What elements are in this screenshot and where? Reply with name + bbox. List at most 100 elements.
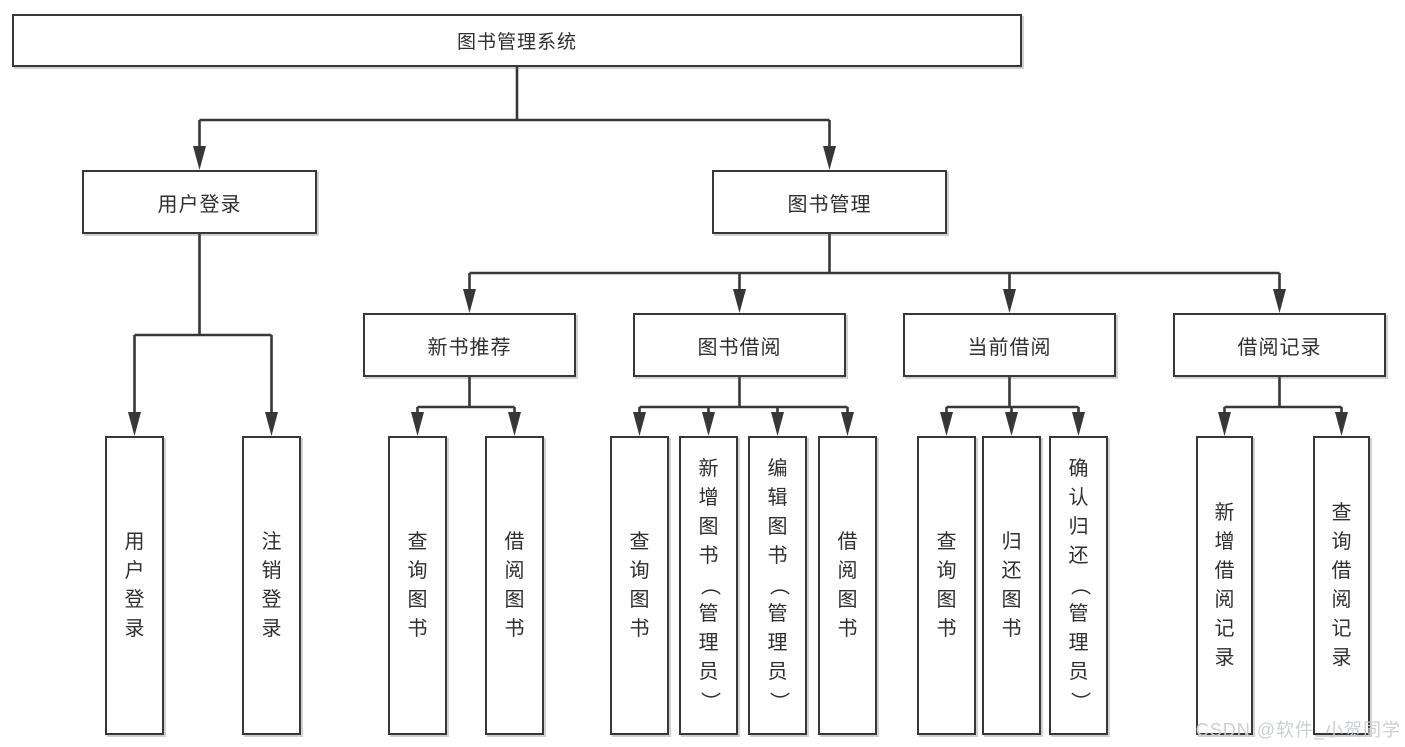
node-label-char: 记 xyxy=(1214,617,1235,640)
connector xyxy=(133,234,273,414)
node-label-char: 增 xyxy=(1214,530,1235,553)
node-label-char: 图 xyxy=(936,588,957,611)
node-label-char: 查 xyxy=(1331,501,1352,524)
node-book-borrowing: 图书借阅 xyxy=(633,313,846,377)
node-label-char: 管 xyxy=(1068,603,1089,625)
node-query-books-recommend: 查询图书 xyxy=(388,436,447,735)
node-borrow-books-recommend: 借阅图书 xyxy=(485,436,544,735)
arrowhead xyxy=(508,412,521,436)
node-label-char: 查 xyxy=(936,530,957,553)
node-book-management: 图书管理 xyxy=(712,170,947,234)
node-label-char: 员 xyxy=(767,661,788,683)
node-edit-books-admin: 编辑图书（管理员） xyxy=(748,436,807,735)
node-label-char: 管 xyxy=(767,603,788,625)
node-label-char: 户 xyxy=(124,559,145,582)
node-label: 借阅记录 xyxy=(1237,336,1322,359)
node-label-char: 登 xyxy=(261,588,282,611)
node-borrow-books: 借阅图书 xyxy=(818,436,877,735)
node-label-char: 管 xyxy=(698,603,719,625)
node-label-char: 阅 xyxy=(504,559,525,582)
arrowhead xyxy=(1072,412,1085,436)
node-label-char: 借 xyxy=(1214,559,1235,582)
node-label-char: 销 xyxy=(261,559,282,582)
node-label-char: 录 xyxy=(261,617,282,640)
node-label-char: 书 xyxy=(504,617,525,640)
node-label-char: ） xyxy=(1068,691,1090,712)
connector xyxy=(198,67,831,148)
node-label-char: 阅 xyxy=(1214,588,1235,611)
arrowhead xyxy=(128,412,141,436)
node-label-char: 图 xyxy=(1001,588,1022,611)
node-label-char: 借 xyxy=(837,530,858,553)
node-label-char: 图 xyxy=(629,588,650,611)
node-user-login: 用户登录 xyxy=(82,170,317,234)
node-label-char: 阅 xyxy=(1331,588,1352,611)
node-label-char: 书 xyxy=(837,617,858,640)
node-library-management-system: 图书管理系统 xyxy=(12,14,1022,67)
node-label-char: 借 xyxy=(1331,559,1352,582)
node-label-char: 阅 xyxy=(837,559,858,582)
connector xyxy=(638,377,849,414)
node-label-char: 图 xyxy=(698,516,719,538)
node-label-char: 认 xyxy=(1068,487,1089,509)
node-add-books-admin: 新增图书（管理员） xyxy=(679,436,738,735)
node-label-char: 书 xyxy=(698,545,719,567)
node-label-char: 归 xyxy=(1068,516,1089,538)
node-label-char: 借 xyxy=(504,530,525,553)
arrowhead xyxy=(702,412,715,436)
node-label-char: 录 xyxy=(1214,646,1235,669)
node-query-books-current: 查询图书 xyxy=(917,436,976,735)
arrowhead xyxy=(265,412,278,436)
node-label-char: 录 xyxy=(124,617,145,640)
arrowhead xyxy=(463,289,476,313)
connector xyxy=(945,377,1080,414)
arrowhead xyxy=(411,412,424,436)
node-label: 图书管理 xyxy=(787,193,872,216)
node-current-borrowing: 当前借阅 xyxy=(903,313,1116,377)
node-confirm-return-admin: 确认归还（管理员） xyxy=(1049,436,1108,735)
node-return-books: 归还图书 xyxy=(982,436,1041,735)
node-label-char: （ xyxy=(698,575,720,596)
node-label-char: 图 xyxy=(767,516,788,538)
node-label-char: 书 xyxy=(1001,617,1022,640)
arrowhead xyxy=(823,146,836,170)
node-label-char: 录 xyxy=(1331,646,1352,669)
node-label-char: 记 xyxy=(1331,617,1352,640)
arrowhead xyxy=(771,412,784,436)
node-label-char: 询 xyxy=(936,559,957,582)
arrowhead xyxy=(633,412,646,436)
node-label-char: 归 xyxy=(1001,530,1022,553)
node-label-char: 还 xyxy=(1001,559,1022,582)
node-new-book-recommendation: 新书推荐 xyxy=(363,313,576,377)
arrowhead xyxy=(1273,289,1286,313)
arrowhead xyxy=(193,146,206,170)
node-label-char: 理 xyxy=(767,632,788,654)
node-label-char: 编 xyxy=(767,458,788,480)
node-label-char: ） xyxy=(767,691,789,712)
arrowhead xyxy=(1218,412,1231,436)
node-label-char: 新 xyxy=(1214,501,1235,524)
node-label-char: （ xyxy=(767,575,789,596)
node-label-char: （ xyxy=(1068,575,1090,596)
arrowhead xyxy=(1005,412,1018,436)
node-logout-leaf: 注销登录 xyxy=(242,436,301,735)
node-label-char: 书 xyxy=(629,617,650,640)
connector xyxy=(1223,377,1343,414)
node-label: 图书管理系统 xyxy=(456,32,577,53)
node-label-char: 图 xyxy=(407,588,428,611)
node-label-char: 登 xyxy=(124,588,145,611)
node-user-login-leaf: 用户登录 xyxy=(105,436,164,735)
node-label-char: 询 xyxy=(629,559,650,582)
node-label-char: 确 xyxy=(1068,458,1089,480)
node-label: 新书推荐 xyxy=(427,336,512,359)
node-label-char: ） xyxy=(698,691,720,712)
node-label-char: 员 xyxy=(1068,661,1089,683)
node-label-char: 辑 xyxy=(767,487,788,509)
node-label-char: 增 xyxy=(698,487,719,509)
node-label-char: 新 xyxy=(698,458,719,480)
node-add-borrow-record: 新增借阅记录 xyxy=(1196,436,1253,735)
connector xyxy=(416,377,516,414)
node-query-books-borrow: 查询图书 xyxy=(610,436,669,735)
connector xyxy=(468,234,1281,291)
